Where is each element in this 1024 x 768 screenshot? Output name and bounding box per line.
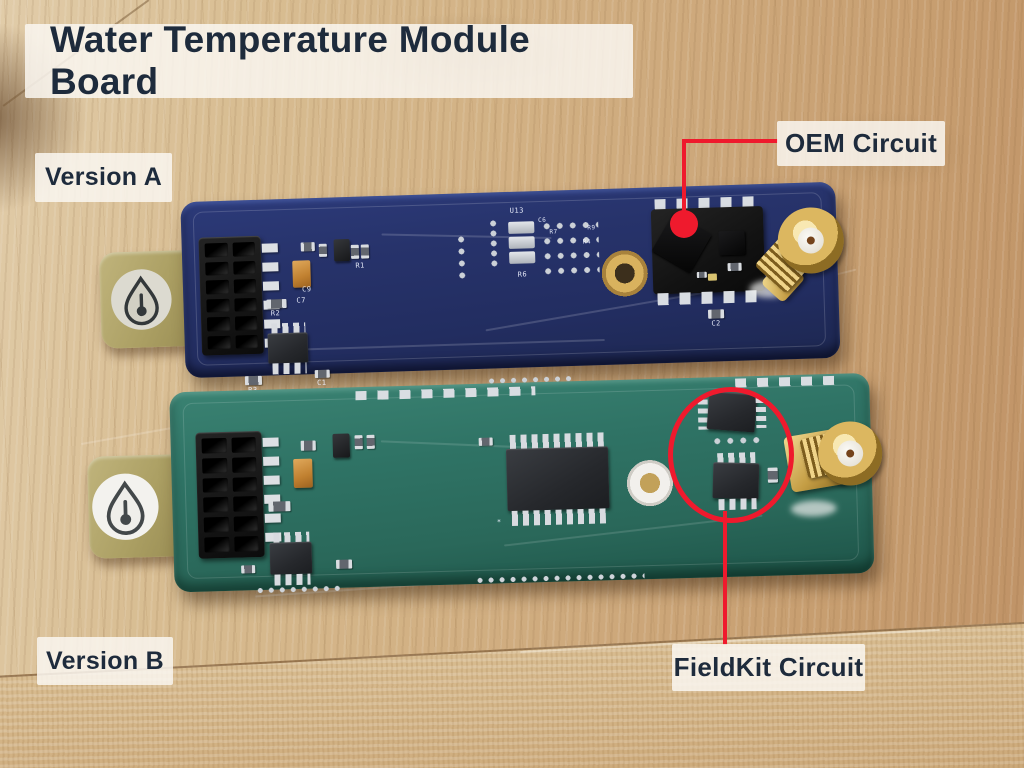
smd-resistor [241,565,256,574]
smd-resistor [266,298,287,309]
edge-castellations [355,386,536,401]
sma-connector [817,420,884,487]
silkscreen-pin1-mark: * [496,518,502,527]
sma-dielectric [836,440,864,467]
version-a-label: Version A [35,153,172,202]
board-version-b: * [85,362,891,619]
oem-callout-line-horizontal [684,139,778,143]
soic20-legs [511,508,607,526]
silkscreen-label: C9 [301,285,312,294]
pin-header-socket [198,235,265,356]
fieldkit-callout-line [723,511,727,645]
sma-connector [776,206,845,275]
edge-castellations [735,375,840,388]
fieldkit-callout-circle [668,387,794,523]
smd-capacitor [300,440,316,451]
smd-capacitor [314,369,330,379]
unpopulated-pads [454,233,469,280]
smd-led [707,273,718,281]
soic20-chip [505,446,610,512]
thermometer-drop-icon [92,473,159,540]
sot23-transistor [332,433,351,458]
smd-resistor [727,262,742,272]
sot23-transistor [333,238,351,262]
smd-capacitor [300,242,315,252]
smd-resistor [354,435,363,450]
sma-dielectric [797,227,825,254]
smd-resistor [696,271,707,279]
silkscreen-label: R2 [270,309,281,318]
unpopulated-pads [485,218,502,269]
mounting-hole-white [625,458,675,508]
silkscreen-label: R7 [549,228,558,236]
oem-callout-dot [670,210,698,238]
tantalum-capacitor [292,260,312,288]
unpopulated-pad [508,236,535,249]
edge-vias [254,583,345,596]
silkscreen-label: C7 [296,296,307,305]
solder-glue [790,499,837,518]
soic8-chip [269,541,313,575]
smd-resistor [350,244,360,259]
soic8-chip [267,332,309,364]
board-version-a: C9 C7 R1 R2 R3 C1 U13 C6 R7 R9 R4 R6 [87,167,863,401]
silkscreen-label: U13 [509,206,525,215]
oem-callout-line-vertical [682,139,686,217]
smd-resistor [335,559,353,569]
smd-resistor [268,501,291,512]
sma-center-pin [806,236,815,245]
unpopulated-pad [508,221,535,234]
silkscreen-label: C6 [537,216,547,225]
tantalum-capacitor [293,458,313,489]
unpopulated-pad [509,251,536,264]
oem-radio-module [650,205,766,295]
edge-vias [474,571,645,586]
fieldkit-circuit-label: FieldKit Circuit [672,644,865,691]
silkscreen-label: R9 [587,224,596,232]
thermometer-drop-icon [111,269,172,330]
sensor-tab-b [86,453,192,559]
pin-header-socket [195,430,265,559]
module-castellations [657,290,762,306]
smd-capacitor [318,243,328,257]
pcb-trace [304,338,605,350]
version-b-label: Version B [37,637,173,685]
mounting-hole-gold [600,248,650,299]
silkscreen-label: R4 [582,238,592,246]
smd-resistor [366,434,375,449]
oem-circuit-label: OEM Circuit [777,121,945,166]
silkscreen-label: R1 [355,261,365,270]
sma-center-pin [846,449,855,458]
smd-chip [718,230,746,256]
soic8-legs [272,362,307,375]
smd-capacitor [707,309,725,319]
pcb-version-a: C9 C7 R1 R2 R3 C1 U13 C6 R7 R9 R4 R6 [180,181,845,394]
page-title: Water Temperature Module Board [25,19,633,102]
smd-resistor [478,437,493,446]
silkscreen-label: C2 [711,319,721,328]
sensor-tab-a [98,249,206,349]
smd-resistor [360,244,370,259]
silkscreen-label: R6 [517,270,528,279]
